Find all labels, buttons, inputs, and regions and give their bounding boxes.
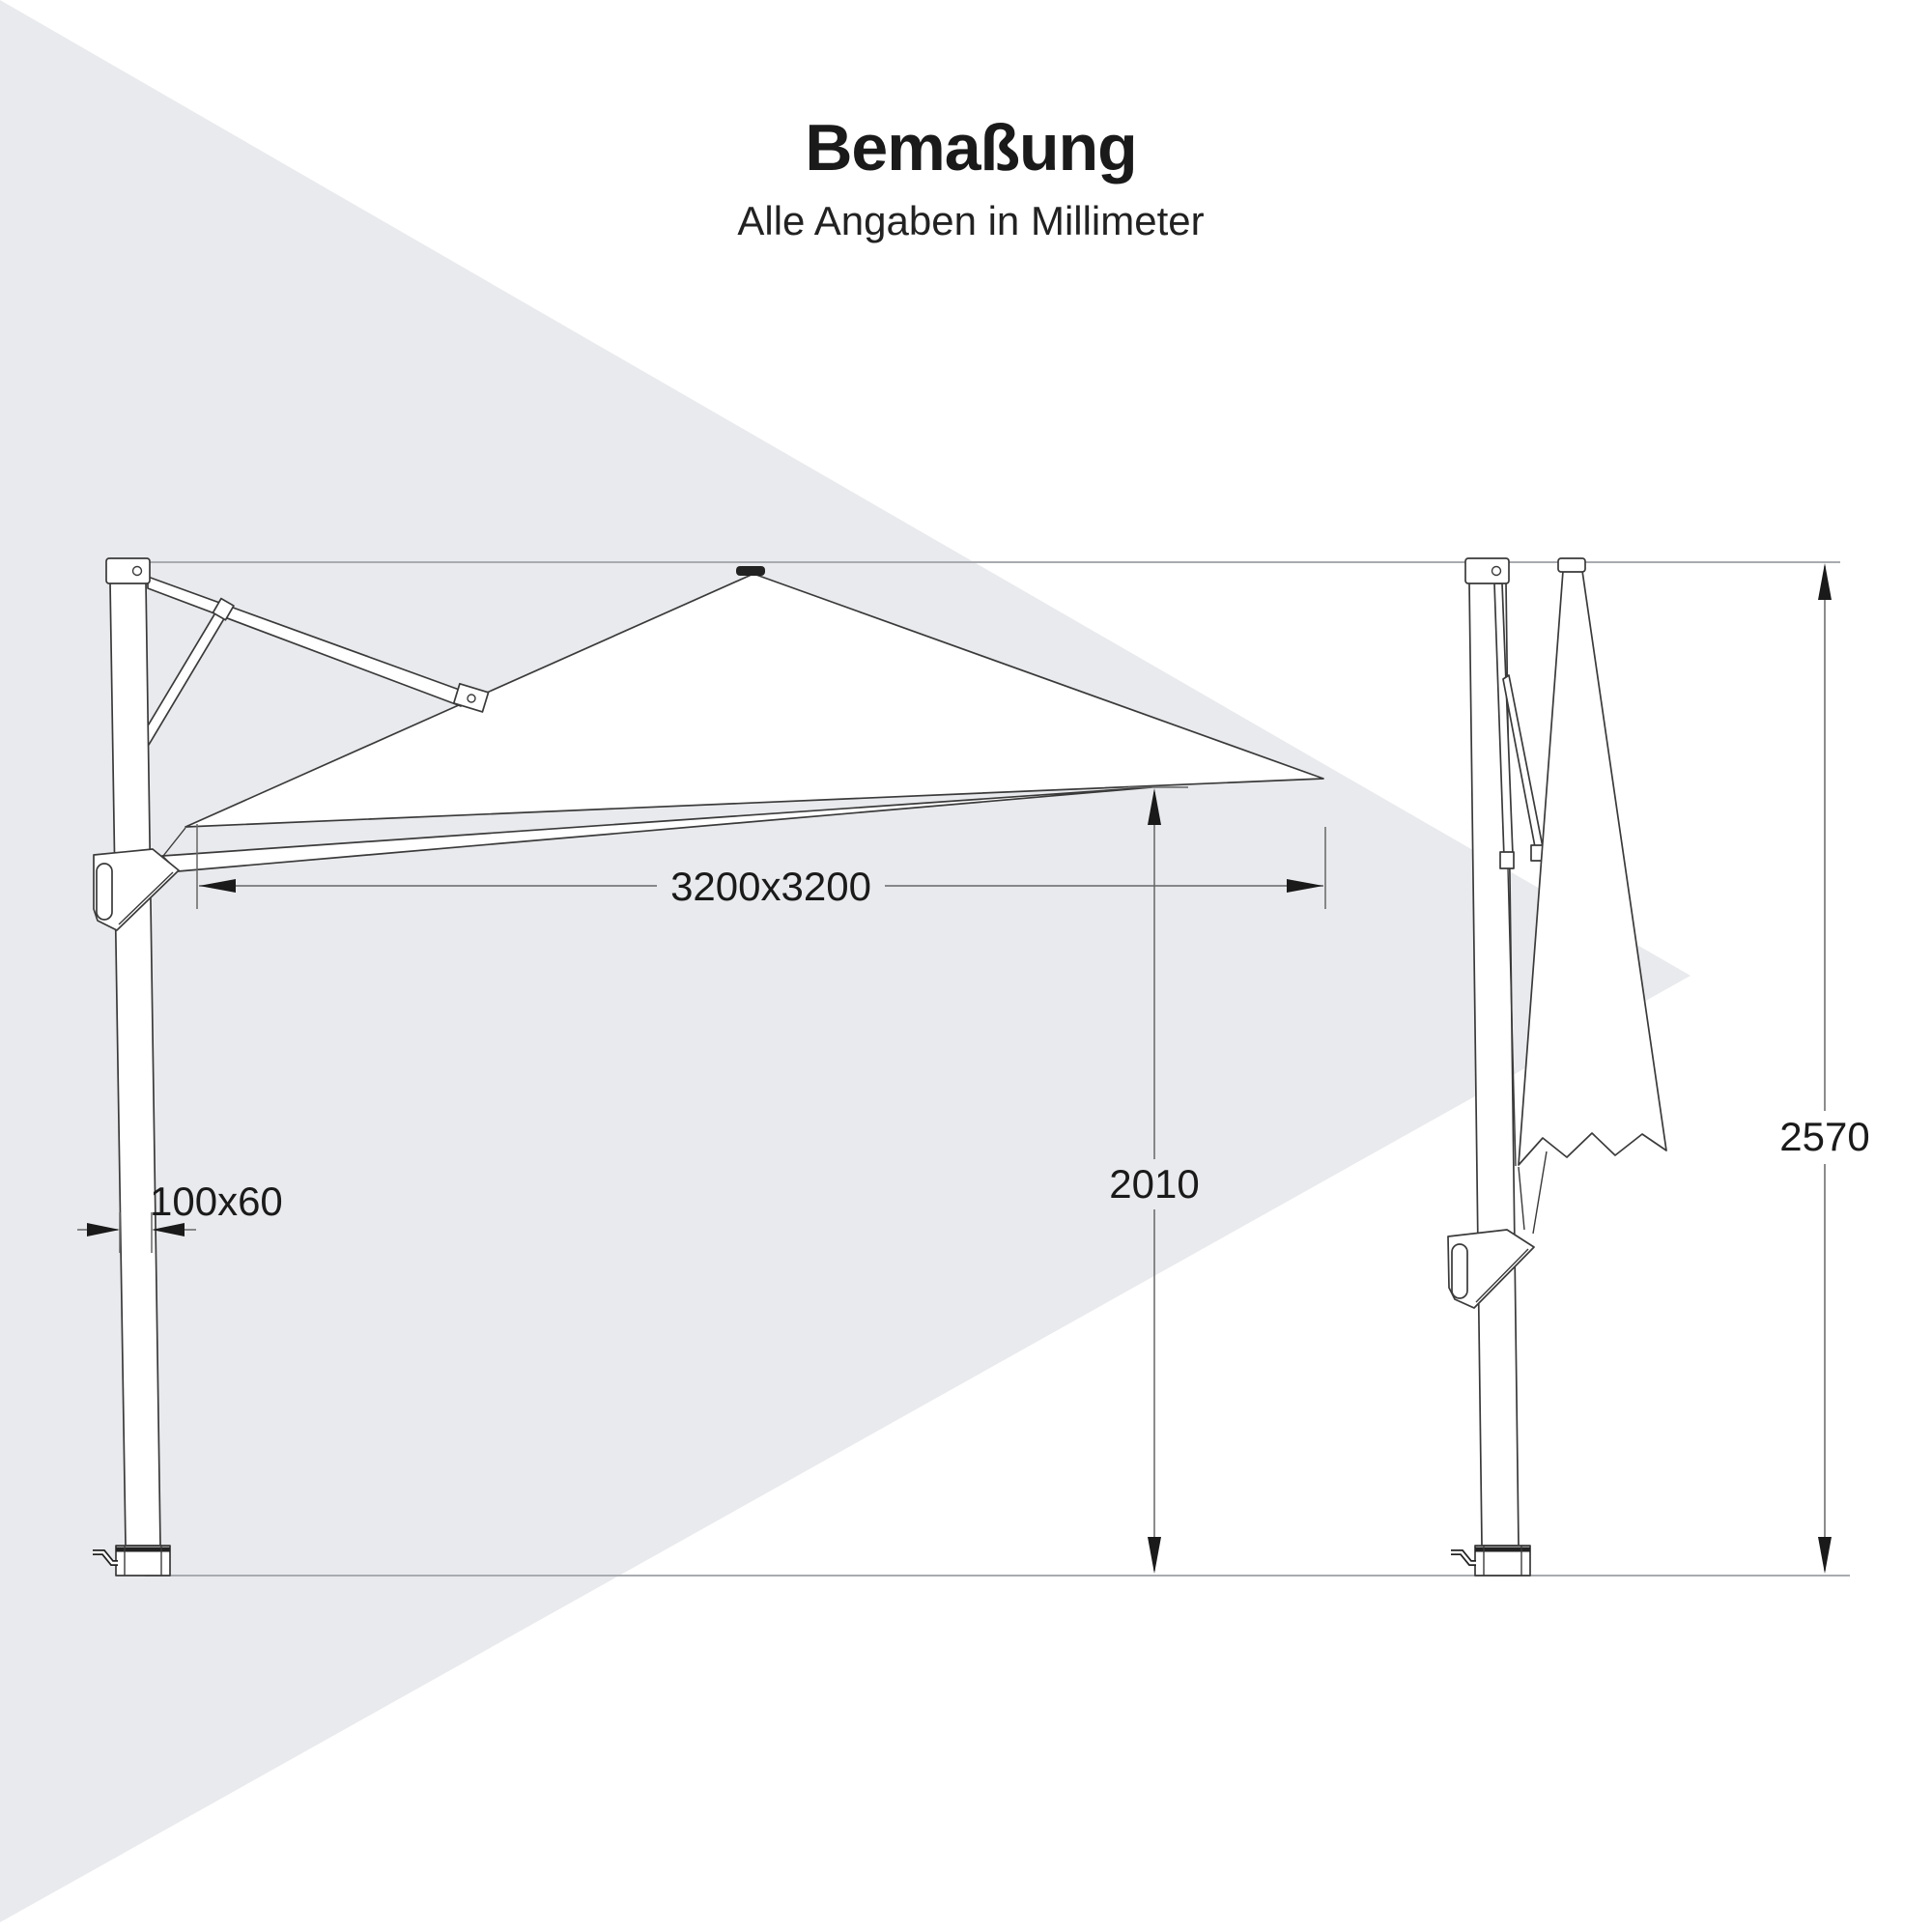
folded-arm-bracket (1499, 851, 1515, 869)
hub-handle-slot-closed (1451, 1243, 1468, 1299)
mast-profile-label: 100x60 (150, 1179, 283, 1224)
mast-cap-bolt (131, 565, 143, 577)
page-subtitle: Alle Angaben in Millimeter (737, 198, 1204, 243)
closed-canopy-apex-cap (1557, 557, 1586, 573)
foot-pedal-highlight-closed (1451, 1550, 1476, 1565)
closed-canopy (1518, 570, 1667, 1166)
mast-top-cap-closed (1464, 557, 1510, 584)
arrow-up-icon (1148, 788, 1161, 825)
arrow-right-icon (1287, 879, 1323, 893)
dimension-mast-profile: 100x60 (77, 1179, 283, 1253)
hub-handle-slot (96, 863, 113, 921)
arrow-left-icon (152, 1223, 185, 1236)
tilt-hub-closed (1447, 1229, 1535, 1309)
arrow-up-icon (1818, 563, 1832, 600)
canopy-hub-link (1518, 1166, 1525, 1231)
watermark-triangle (0, 0, 1690, 1922)
arrow-right-icon (87, 1223, 120, 1236)
hub-inner-edge (118, 871, 174, 925)
hub-inner-edge-closed (1475, 1248, 1529, 1303)
tilt-hub (93, 848, 180, 931)
mast-cap-bolt-closed (1491, 565, 1502, 577)
arrow-down-icon (1148, 1537, 1161, 1574)
canopy-hub-link (1532, 1151, 1548, 1235)
arrow-down-icon (1818, 1537, 1832, 1574)
arm-canopy-bracket (452, 682, 490, 713)
arrow-left-icon (199, 879, 236, 893)
canopy-apex-cap (736, 566, 765, 576)
strut-bracket (212, 597, 235, 621)
foot-pedal-highlight (93, 1550, 118, 1565)
dimension-total-height: 2570 (1779, 563, 1870, 1574)
closed-umbrella-side-view (1447, 557, 1667, 1577)
page-title: Bemaßung (805, 111, 1136, 185)
canopy-size-label: 3200x3200 (670, 864, 871, 909)
clearance-height-label: 2010 (1109, 1161, 1199, 1207)
dimension-clearance-height: 2010 (1109, 786, 1200, 1574)
total-height-label: 2570 (1779, 1114, 1869, 1159)
mast-top-cap (105, 557, 151, 584)
canopy-fabric-dart (162, 827, 186, 857)
dimension-canopy-size: 3200x3200 (196, 824, 1326, 909)
fold-line (1507, 867, 1517, 1167)
open-umbrella-side-view (93, 557, 1324, 1577)
